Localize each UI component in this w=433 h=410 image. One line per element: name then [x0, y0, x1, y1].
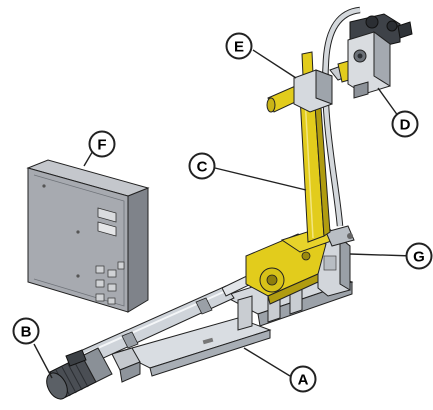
callout-a: A: [289, 365, 317, 393]
callout-label-g: G: [413, 249, 425, 266]
callout-leaders: [33, 49, 414, 379]
control-cabinet: [26, 159, 150, 313]
motor: [46, 347, 113, 400]
callout-f: F: [88, 130, 116, 158]
callout-d: D: [391, 110, 419, 138]
callout-label-e: E: [234, 39, 244, 56]
callout-b: B: [12, 317, 40, 345]
callout-g: G: [405, 242, 433, 270]
callout-c: C: [188, 152, 216, 180]
callout-label-b: B: [21, 324, 32, 341]
callout-label-c: C: [197, 159, 208, 176]
callout-label-f: F: [97, 137, 106, 154]
base-frame: [111, 236, 354, 383]
callout-label-a: A: [298, 372, 309, 389]
callout-e: E: [225, 32, 253, 60]
manipulator-head: [347, 13, 413, 99]
callout-label-d: D: [400, 117, 411, 134]
